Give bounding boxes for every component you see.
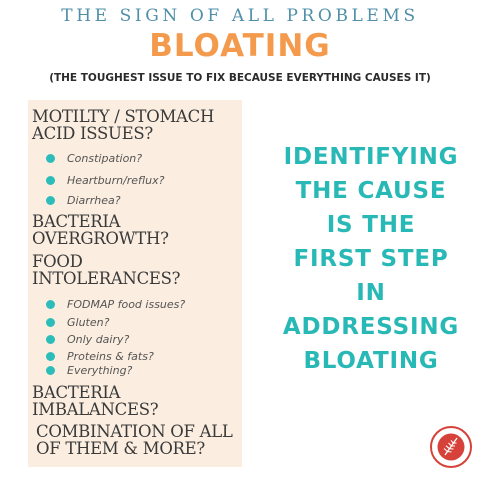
bullet-icon [46, 365, 55, 375]
message-line: FIRST STEP [293, 246, 449, 272]
page-top-title: THE SIGN OF ALL PROBLEMS [61, 6, 419, 26]
bullet-icon [46, 299, 55, 309]
section-heading-food-intolerances: FOOD INTOLERANCES? [32, 253, 180, 287]
heading-line: INTOLERANCES? [32, 269, 181, 288]
heading-line: BACTERIA [32, 383, 121, 402]
heading-line: COMBINATION OF ALL [36, 422, 233, 441]
bullet-icon [46, 351, 55, 361]
heading-line: OVERGROWTH? [32, 229, 169, 248]
list-item-diarrhea: Diarrhea? [46, 192, 121, 208]
list-item-label: Heartburn/reflux? [67, 173, 165, 187]
section-heading-bacteria-overgrowth: BACTERIA OVERGROWTH? [32, 213, 169, 247]
list-item-everything: Everything? [46, 362, 132, 378]
heading-line: BACTERIA [32, 212, 121, 231]
list-item-label: Only dairy? [67, 332, 130, 346]
bullet-icon [46, 317, 55, 327]
list-item-label: Diarrhea? [67, 193, 121, 207]
heading-line: MOTILTY / STOMACH [32, 107, 215, 126]
list-item-gluten: Gluten? [46, 314, 109, 330]
list-item-label: Constipation? [67, 151, 143, 165]
heading-line: FOOD [32, 252, 83, 271]
page-main-title: BLOATING [149, 28, 331, 64]
heading-line: IMBALANCES? [32, 400, 159, 419]
list-item-label: FODMAP food issues? [67, 297, 186, 311]
bullet-icon [46, 334, 55, 344]
heading-line: OF THEM & MORE? [36, 439, 205, 458]
message-line: THE CAUSE [295, 178, 447, 204]
list-item-proteins-fats: Proteins & fats? [46, 348, 154, 364]
page-subtitle: (THE TOUGHEST ISSUE TO FIX BECAUSE EVERY… [49, 72, 431, 84]
list-item-label: Gluten? [67, 315, 110, 329]
message-line: IS THE [326, 212, 416, 238]
list-item-fodmap: FODMAP food issues? [46, 296, 185, 312]
list-item-heartburn: Heartburn/reflux? [46, 172, 165, 188]
message-line: ADDRESSING [282, 314, 460, 340]
heading-line: ACID ISSUES? [32, 124, 153, 143]
message-line: IN [356, 280, 386, 306]
message-line: BLOATING [303, 348, 439, 374]
section-heading-motility: MOTILTY / STOMACH ACID ISSUES? [32, 108, 214, 142]
bullet-icon [46, 195, 55, 205]
list-item-label: Everything? [67, 363, 133, 377]
list-item-only-dairy: Only dairy? [46, 331, 129, 347]
list-item-label: Proteins & fats? [67, 349, 154, 363]
section-heading-combination: COMBINATION OF ALL OF THEM & MORE? [36, 423, 233, 457]
message-line: IDENTIFYING [283, 144, 459, 170]
section-heading-bacteria-imbalances: BACTERIA IMBALANCES? [32, 383, 159, 419]
bullet-icon [46, 175, 55, 185]
bullet-icon [46, 153, 55, 163]
list-item-constipation: Constipation? [46, 150, 142, 166]
causes-panel: MOTILTY / STOMACH ACID ISSUES? Constipat… [28, 100, 242, 467]
fern-leaf-logo-icon [429, 425, 473, 469]
key-message: IDENTIFYING THE CAUSE IS THE FIRST STEP … [262, 140, 480, 378]
